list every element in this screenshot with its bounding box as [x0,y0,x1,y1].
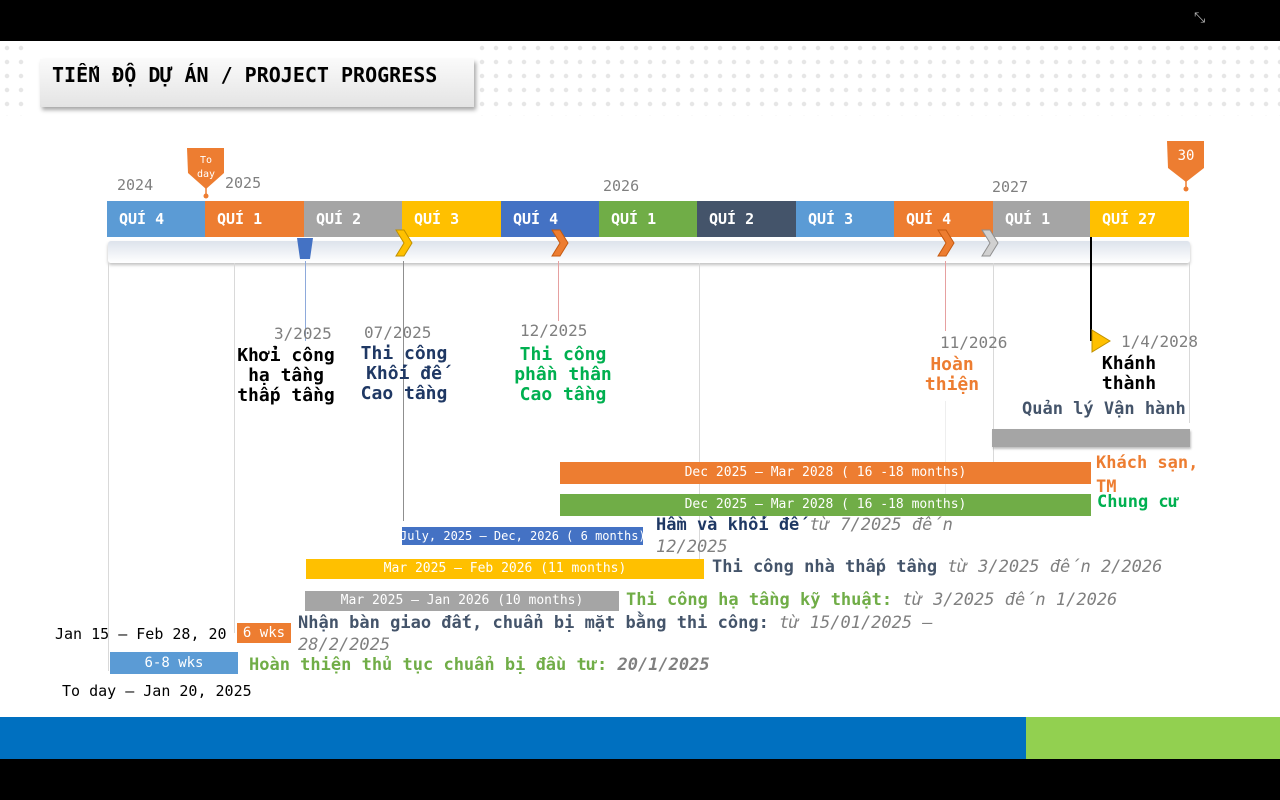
gantt-label-dates: từ 3/2025 đến 2/2026 [947,557,1163,577]
year-label: 2024 [117,176,154,194]
year-label: 2027 [992,178,1029,196]
gantt-bar: 6 wks [237,623,291,643]
gantt-label-dates: từ 3/2025 đến 1/2026 [902,590,1118,610]
gantt-label: Chung cư [1097,491,1179,513]
quarter-cell: QUÍ 3 [796,201,894,237]
year-label: 2026 [603,177,640,195]
milestone-label: Hoàn thiện [924,354,980,395]
gantt-label: Hoàn thiện thủ tục chuẩn bị đầu tư: 20/1… [249,654,710,676]
milestone-date: 07/2025 [364,323,432,342]
gantt-label: Hầm và khối đế từ 7/2025 đến 12/2025 [656,514,1016,558]
gantt-label-text: Nhận bàn giao đất, chuẩn bị mặt bằng thi… [298,613,769,633]
footer-band-green [1026,717,1280,759]
gridline [108,263,109,671]
title-box: TIẾN ĐỘ DỰ ÁN / PROJECT PROGRESS [40,59,474,107]
dot-pattern [0,41,30,116]
quarter-cell: QUÍ 1 [599,201,697,237]
gantt-bar: 6-8 wks [110,652,238,674]
gantt-bar: Dec 2025 – Mar 2028 ( 16 -18 months) [560,494,1091,516]
gantt-label-dates: 20/1/2025 [617,655,710,675]
today-marker [187,148,224,199]
milestone-date: 1/4/2028 [1121,332,1199,351]
timeline-track [108,241,1190,263]
gantt-label: Thi công hạ tầng kỹ thuật: từ 3/2025 đến… [626,589,1117,611]
chevron-marker-icon [395,229,413,257]
gridline [993,263,994,463]
gantt-label: Khách sạn, TM [1096,451,1226,499]
quarter-cell: QUÍ 2 [304,201,402,237]
milestone-date: 3/2025 [274,324,332,343]
gantt-label-dates: từ 15/01/2025 – 28/2/2025 [298,613,933,655]
milestone-label: Khởi công hạ tầng thấp tầng [237,345,335,406]
gantt-label-text: Thi công nhà thấp tầng [712,557,938,577]
milestone-label: Thi công phần thân Cao tầng [514,344,612,405]
gantt-bar: Dec 2025 – Mar 2028 ( 16 -18 months) [560,462,1091,484]
gantt-label-text: Khách sạn, TM [1096,453,1199,497]
exit-fullscreen-icon[interactable]: ⤡ [1194,10,1206,26]
milestone-date: 12/2025 [520,321,588,340]
flag-icon [1091,329,1111,353]
handover-date-range: Jan 15 – Feb 28, 20 [55,625,227,643]
gridline [234,263,235,633]
dot-pattern [475,41,1280,116]
slide: TIẾN ĐỘ DỰ ÁN / PROJECT PROGRESS 2024 20… [0,41,1280,759]
quarter-cell: QUÍ 1 [205,201,304,237]
milestone-stem [945,261,946,331]
gantt-label-text: Hầm và khối đế [656,515,800,535]
quarter-cell: QUÍ 4 [894,201,993,237]
gantt-label-text: Chung cư [1097,492,1179,512]
milestone-label: Thi công Khối đế Cao tầng [360,343,448,404]
quarter-cell: QUÍ 2 [697,201,796,237]
today-range-label: To day – Jan 20, 2025 [62,682,252,700]
gantt-bar: Mar 2025 – Feb 2026 (11 months) [306,559,704,579]
chevron-marker-icon [937,229,955,257]
gantt-label-text: Hoàn thiện thủ tục chuẩn bị đầu tư: [249,655,608,675]
operations-bar [992,429,1190,447]
end-marker-label: 30 [1177,148,1195,164]
milestone-date: 11/2026 [940,333,1008,352]
year-label: 2025 [225,174,262,192]
end-marker [1167,141,1204,192]
footer-band-blue [0,717,1026,759]
chevron-marker-icon [981,229,999,257]
quarter-cell: QUÍ 3 [402,201,501,237]
quarter-cell: QUÍ 1 [993,201,1090,237]
page-title: TIẾN ĐỘ DỰ ÁN / PROJECT PROGRESS [52,63,438,87]
gantt-label: Thi công nhà thấp tầng từ 3/2025 đến 2/2… [712,556,1162,578]
milestone-marker-icon [297,238,313,259]
today-marker-label: To day [196,155,216,180]
quarter-cell: QUÍ 4 [107,201,205,237]
gantt-label-dates: từ 7/2025 đến 12/2025 [656,515,953,557]
gridline [699,263,700,563]
chevron-marker-icon [551,229,569,257]
milestone-stem [305,261,306,341]
milestone-stem [403,261,404,521]
gantt-label: Nhận bàn giao đất, chuẩn bị mặt bằng thi… [298,612,1018,656]
gantt-bar: July, 2025 – Dec, 2026 ( 6 months) [402,527,643,545]
gridline [1189,263,1190,423]
milestone-stem [1090,237,1092,341]
gantt-label-text: Thi công hạ tầng kỹ thuật: [626,590,893,610]
milestone-stem [558,261,559,321]
quarter-cell: QUÍ 4 [501,201,599,237]
milestone-stem [945,401,946,501]
operations-label: Quản lý Vận hành [1022,399,1186,419]
milestone-label: Khánh thành [1101,353,1157,394]
quarter-cell: QUÍ 27 [1090,201,1189,237]
gantt-bar: Mar 2025 – Jan 2026 (10 months) [305,591,619,611]
